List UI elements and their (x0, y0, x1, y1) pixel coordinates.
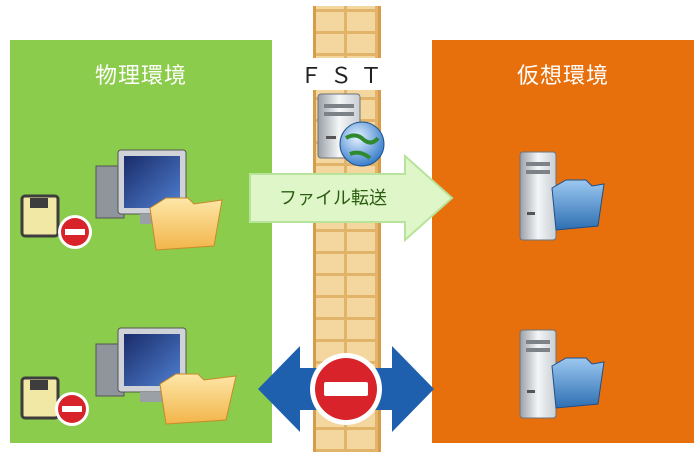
folder-icon (551, 357, 605, 409)
floppy-disk-icon (20, 376, 60, 420)
server-icon (519, 151, 557, 241)
file-transfer-arrow (249, 153, 454, 243)
physical-environment-title: 物理環境 (94, 64, 187, 89)
folder-icon (159, 373, 237, 425)
folder-icon (551, 179, 605, 231)
no-entry-icon (55, 392, 89, 426)
fst-label: ＦＳＴ (300, 58, 390, 90)
floppy-disk-icon (20, 194, 60, 238)
no-entry-icon (310, 353, 382, 425)
virtual-environment-title: 仮想環境 (516, 64, 609, 89)
no-entry-icon (58, 215, 92, 249)
folder-icon (149, 197, 223, 251)
globe-icon (339, 121, 385, 167)
server-icon (519, 329, 557, 419)
file-transfer-label: ファイル転送 (279, 188, 387, 209)
monitor-icon (95, 149, 187, 224)
